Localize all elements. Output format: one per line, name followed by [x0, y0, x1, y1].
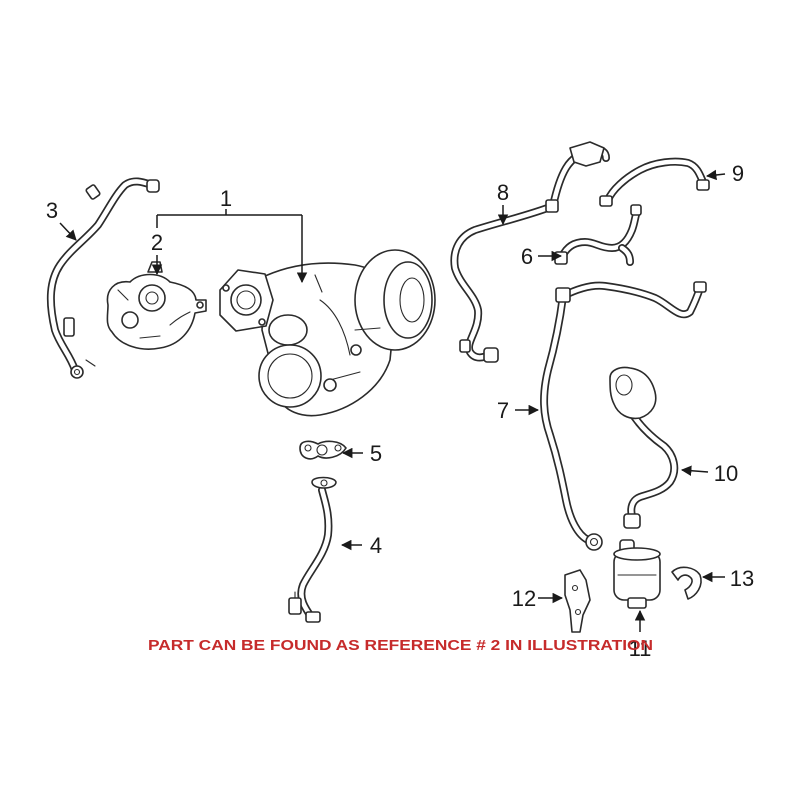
- leader-9: [705, 169, 726, 181]
- part-9-pipe: [599, 162, 710, 207]
- part-10-hose: [609, 366, 674, 529]
- part-2-actuator: [106, 261, 207, 350]
- part-4-oil-line: [288, 476, 337, 623]
- part-11-pump: [613, 539, 661, 609]
- callout-1: 1: [220, 186, 232, 211]
- part-8-coolant-hose: [454, 141, 606, 363]
- callout-8: 8: [497, 180, 509, 205]
- callout-9: 9: [732, 161, 744, 186]
- part-7-coolant-hose: [544, 281, 707, 551]
- part-1-turbocharger: [219, 249, 436, 417]
- callout-13: 13: [730, 566, 754, 591]
- callout-6: 6: [521, 244, 533, 269]
- callout-numbers: 1 2 3 4 5 6 7 8 9 10 11 12 13: [46, 161, 754, 661]
- callout-2: 2: [151, 230, 163, 255]
- callout-7: 7: [497, 398, 509, 423]
- leader-lines: [59, 169, 726, 632]
- callout-10: 10: [714, 461, 738, 486]
- callout-4: 4: [370, 533, 382, 558]
- callout-5: 5: [370, 441, 382, 466]
- part-3-coolant-line: [51, 180, 160, 379]
- leader-3: [59, 222, 77, 241]
- part-5-gasket: [299, 440, 347, 460]
- leader-10: [680, 465, 709, 476]
- callout-11: 11: [629, 636, 652, 661]
- callout-12: 12: [512, 586, 536, 611]
- reference-note: PART CAN BE FOUND AS REFERENCE # 2 IN IL…: [148, 638, 653, 654]
- part-12-bracket: [564, 569, 591, 633]
- part-6-pipe: [554, 204, 642, 264]
- part-13-clip: [671, 566, 702, 600]
- callout-3: 3: [46, 198, 58, 223]
- leader-1-bracket: [156, 209, 302, 228]
